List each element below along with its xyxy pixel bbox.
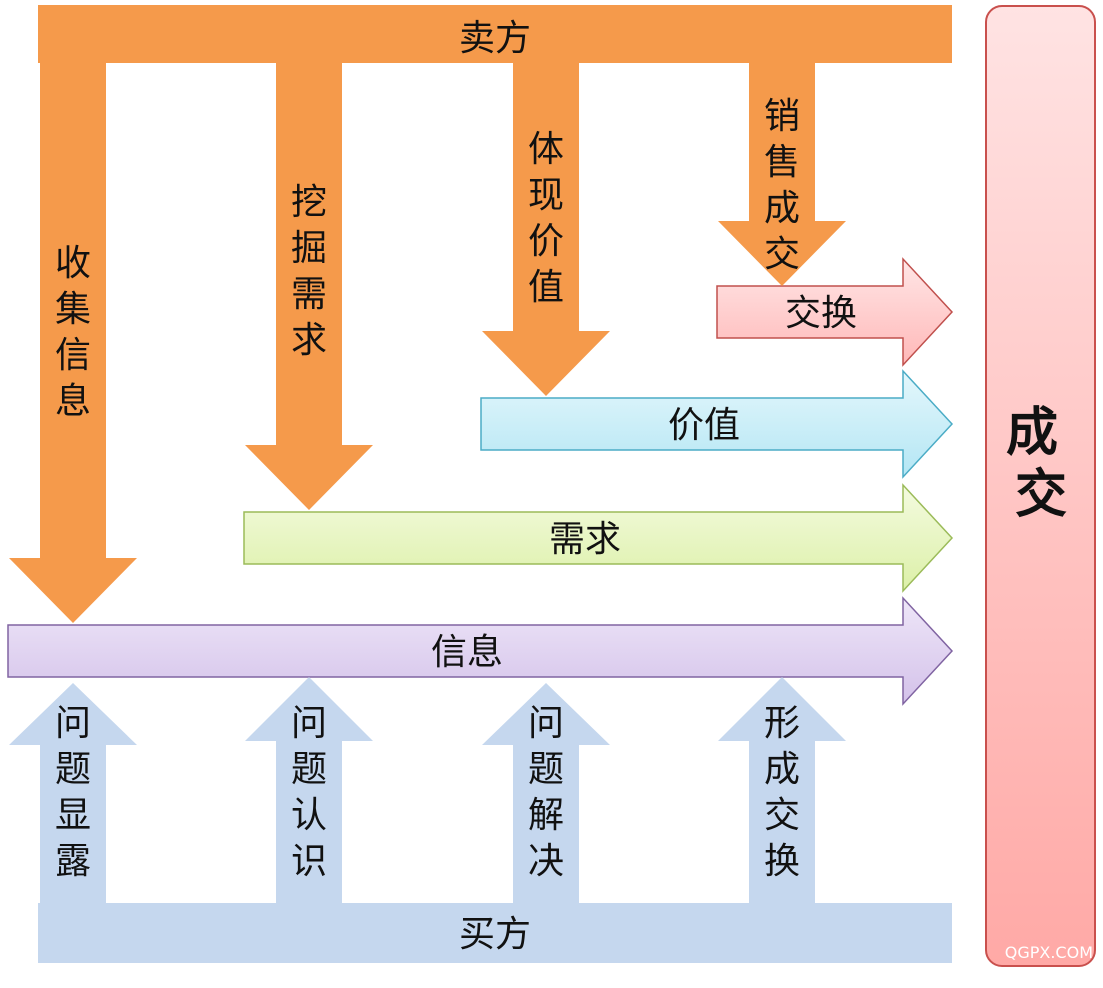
buyer-arrow-problem-solved (482, 683, 610, 905)
seller-arrow-show-value (482, 60, 610, 396)
buyer-arrow-label-problem-emerges: 问题显露 (55, 703, 91, 882)
seller-arrow-label-show-value: 体现价值 (528, 129, 564, 308)
seller-arrow-label-collect-info: 收集信息 (55, 243, 91, 422)
buyer-arrow-form-exchange (718, 677, 846, 905)
flow-arrow-need (243, 483, 954, 593)
seller-arrow-mine-needs (245, 60, 373, 510)
buyer-arrow-label-form-exchange: 形成交换 (764, 703, 800, 882)
watermark: QGPX.COM (1005, 943, 1093, 962)
flow-arrow-info (7, 596, 954, 706)
buyer-arrow-label-problem-recognized: 问题认识 (291, 703, 327, 882)
seller-arrow-label-mine-needs: 挖掘需求 (291, 182, 327, 361)
deal-box (985, 5, 1096, 967)
seller-arrow-collect-info (9, 60, 137, 623)
flow-label-info: 信息 (431, 632, 503, 673)
seller-bar (38, 5, 952, 63)
flow-label-exchange: 交换 (785, 293, 857, 334)
buyer-arrow-label-problem-solved: 问题解决 (528, 703, 564, 882)
buyer-arrow-problem-emerges (9, 683, 137, 905)
flow-label-need: 需求 (549, 519, 621, 560)
seller-arrow-close-sale (718, 60, 846, 286)
seller-label: 卖方 (459, 18, 531, 59)
deal-label: 成 交 (1006, 403, 1076, 525)
buyer-bar (38, 903, 952, 963)
buyer-label: 买方 (459, 914, 531, 955)
buyer-arrow-problem-recognized (245, 677, 373, 905)
flow-arrow-exchange (716, 257, 954, 367)
seller-arrow-label-close-sale: 销售成交 (764, 96, 800, 275)
flow-arrow-value (480, 369, 954, 479)
flow-label-value: 价值 (668, 405, 740, 446)
